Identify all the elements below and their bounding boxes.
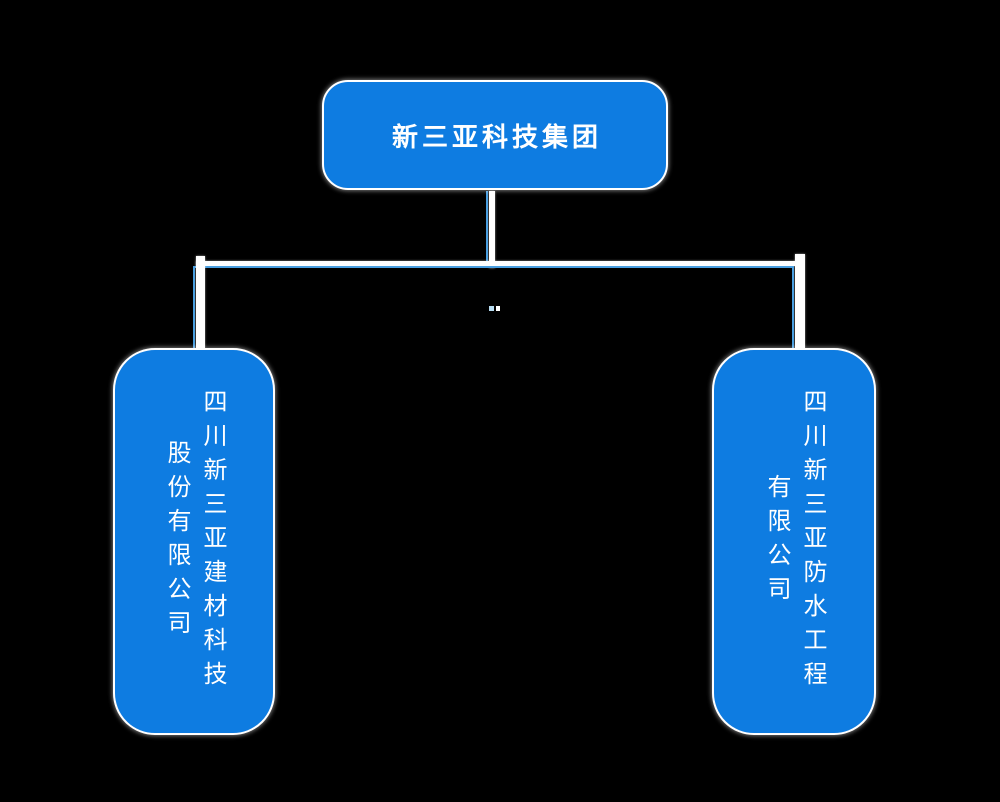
node-child-left-label-col2: 股份有限公司: [163, 439, 190, 644]
connector-right-drop: [795, 254, 805, 348]
connector-root-stem-accent: [486, 191, 488, 266]
node-child-left-label-col1: 四川新三亚建材科技: [199, 388, 226, 695]
node-child-right-label-col1: 四川新三亚防水工程: [799, 388, 826, 695]
node-root[interactable]: 新三亚科技集团: [322, 80, 668, 190]
node-child-left[interactable]: 股份有限公司 四川新三亚建材科技: [113, 348, 275, 735]
connector-right-drop-accent: [792, 266, 794, 348]
connector-left-drop: [196, 256, 205, 348]
connector-horizontal: [196, 261, 801, 266]
node-child-right-label-col2: 有限公司: [763, 473, 790, 610]
connector-left-drop-accent: [193, 266, 195, 348]
stray-mark-icon: [496, 306, 500, 311]
connector-horizontal-accent: [193, 266, 794, 268]
node-root-label: 新三亚科技集团: [391, 121, 602, 152]
node-child-right[interactable]: 有限公司 四川新三亚防水工程: [712, 348, 876, 735]
connector-root-stem: [489, 191, 495, 268]
stray-mark-icon: [489, 306, 494, 311]
